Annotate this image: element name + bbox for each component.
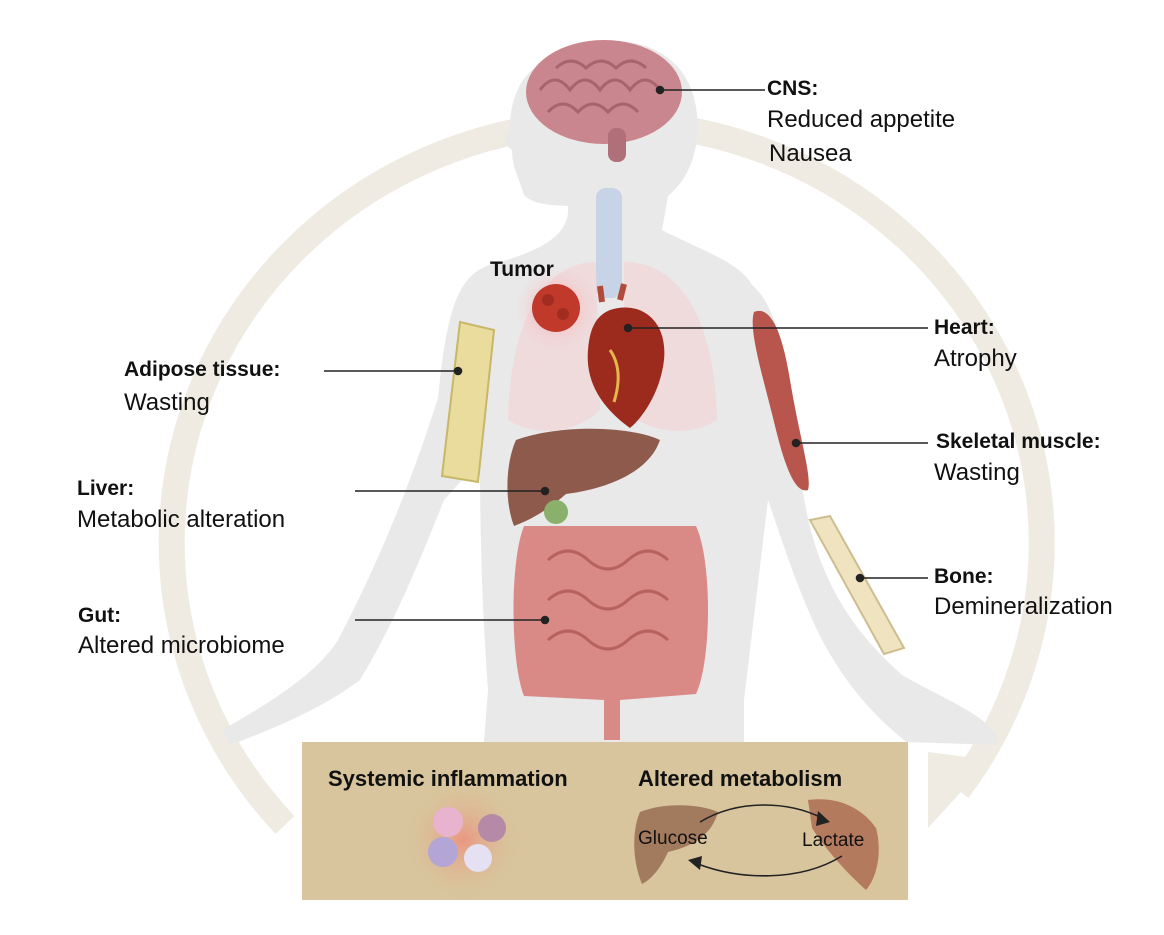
brain-icon: [526, 40, 682, 162]
bone-icon: [808, 514, 906, 656]
inflammation-title: Systemic inflammation: [328, 766, 568, 791]
liver-icon: [507, 428, 660, 526]
tumor-icon: [514, 266, 598, 350]
glucose-label: Glucose: [638, 828, 708, 849]
heart-icon: [587, 283, 665, 428]
liver-title: Liver:: [77, 477, 135, 500]
dot-heart: [623, 323, 633, 333]
heart-title: Heart:: [934, 316, 995, 339]
cns-title: CNS:: [767, 77, 819, 100]
skeletal-line-1: Wasting: [934, 459, 1020, 486]
adipose-tissue-icon: [440, 320, 496, 484]
dot-gut: [540, 615, 550, 625]
heart-line-1: Atrophy: [934, 345, 1017, 372]
dot-bone: [855, 573, 865, 583]
gut-line-1: Altered microbiome: [78, 632, 285, 659]
panel-liver-icon: [634, 805, 718, 884]
trachea-icon: [596, 188, 622, 298]
dot-adipose: [453, 366, 463, 376]
bottom-panel: [302, 742, 908, 902]
lactate-label: Lactate: [802, 830, 865, 851]
metabolism-title: Altered metabolism: [638, 766, 843, 791]
tumor-title: Tumor: [490, 258, 554, 281]
adipose-line-1: Wasting: [124, 389, 210, 416]
dot-skeletal: [791, 438, 801, 448]
dot-cns: [655, 85, 665, 95]
dot-liver: [540, 486, 550, 496]
bone-title: Bone:: [934, 565, 994, 588]
leader-lines: [324, 85, 928, 625]
gut-title: Gut:: [78, 604, 122, 627]
cns-line-1: Reduced appetite: [767, 106, 956, 133]
skeletal-title: Skeletal muscle:: [936, 430, 1101, 453]
immune-cells-icon: [428, 807, 506, 872]
intestines-icon: [513, 526, 708, 740]
bone-line-1: Demineralization: [934, 593, 1113, 620]
liver-line-1: Metabolic alteration: [77, 506, 286, 533]
adipose-title: Adipose tissue:: [124, 358, 281, 381]
cycle-arrows-icon: [688, 804, 843, 877]
cns-line-2: Nausea: [769, 140, 852, 167]
